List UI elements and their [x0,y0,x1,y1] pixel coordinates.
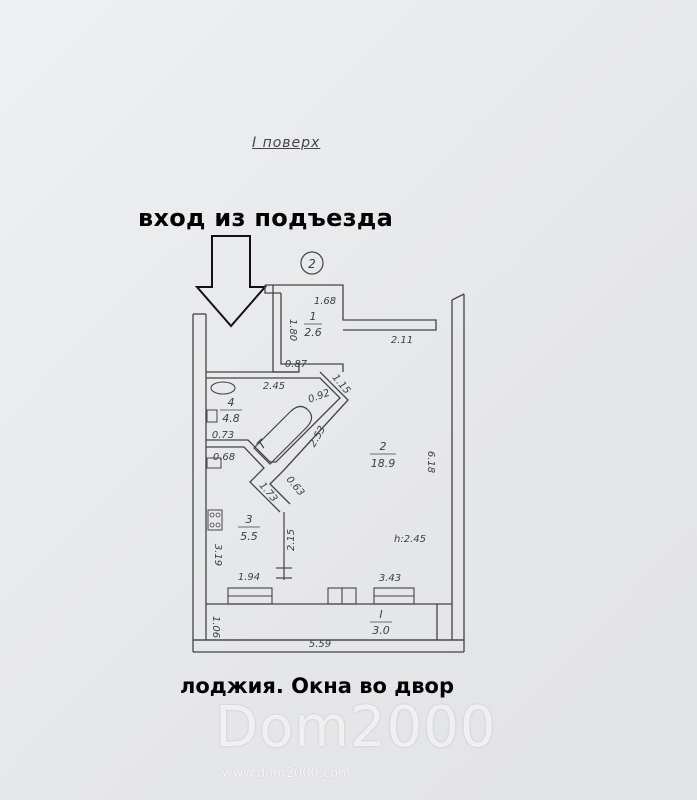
loggia-area: 3.0 [372,624,390,637]
sink-icon-2 [206,457,222,469]
loggia-caption: лоджия. Окна во двор [180,674,454,698]
room-1-area: 2.6 [304,326,322,339]
room-2-area: 18.9 [371,457,396,470]
dim-0-87: 0.87 [285,359,308,370]
bathroom-walls [206,371,349,513]
windows [227,587,415,605]
room-labels: 1 2.6 2 18.9 3 5.5 4 4.8 I 3.0 [220,310,396,637]
kitchen-partition [276,512,292,580]
room-3-area: 5.5 [240,530,258,543]
dim-0-63: 0.63 [284,474,307,498]
ceiling-height: h:2.45 [394,534,426,545]
dim-0-68: 0.68 [213,452,235,463]
dimension-labels: 1.80 1.68 2.11 0.87 2.45 1.15 0.92 2.53 … [210,296,436,650]
entrance-arrow-icon [194,235,268,328]
room-4-area: 4.8 [222,412,240,425]
tub-mark: T [254,436,270,452]
watermark-url: www.dom2000.com [222,766,351,781]
dim-1-68: 1.68 [314,296,336,307]
dim-1-80: 1.80 [287,319,298,341]
room-1-number: 1 [310,310,317,323]
toilet-icon [210,381,236,395]
dim-3-43: 3.43 [379,573,401,584]
sink-icon [206,409,218,423]
dim-0-73: 0.73 [212,430,234,441]
dim-2-45: 2.45 [263,381,285,392]
room-3-number: 3 [246,513,253,526]
apartment-number: 2 [308,257,316,271]
room-2-number: 2 [380,440,387,453]
entrance-caption: вход из подъезда [138,204,394,232]
room-4-number: 4 [228,396,235,409]
dim-2-15: 2.15 [286,529,297,551]
floor-label: I поверх [252,135,321,151]
dim-2-11: 2.11 [391,335,413,346]
stove-icon [207,509,223,531]
dim-6-18: 6.18 [425,451,436,473]
dim-1-94: 1.94 [238,572,260,583]
dim-1-06: 1.06 [210,616,221,638]
dim-0-92: 0.92 [307,388,332,406]
apartment-number-circle [300,251,324,275]
bathtub-icon [253,405,313,465]
dim-3-19: 3.19 [212,544,223,566]
loggia-number: I [379,608,382,621]
dim-5-59: 5.59 [309,639,331,650]
watermark-logo: Dom2000 [215,695,497,760]
